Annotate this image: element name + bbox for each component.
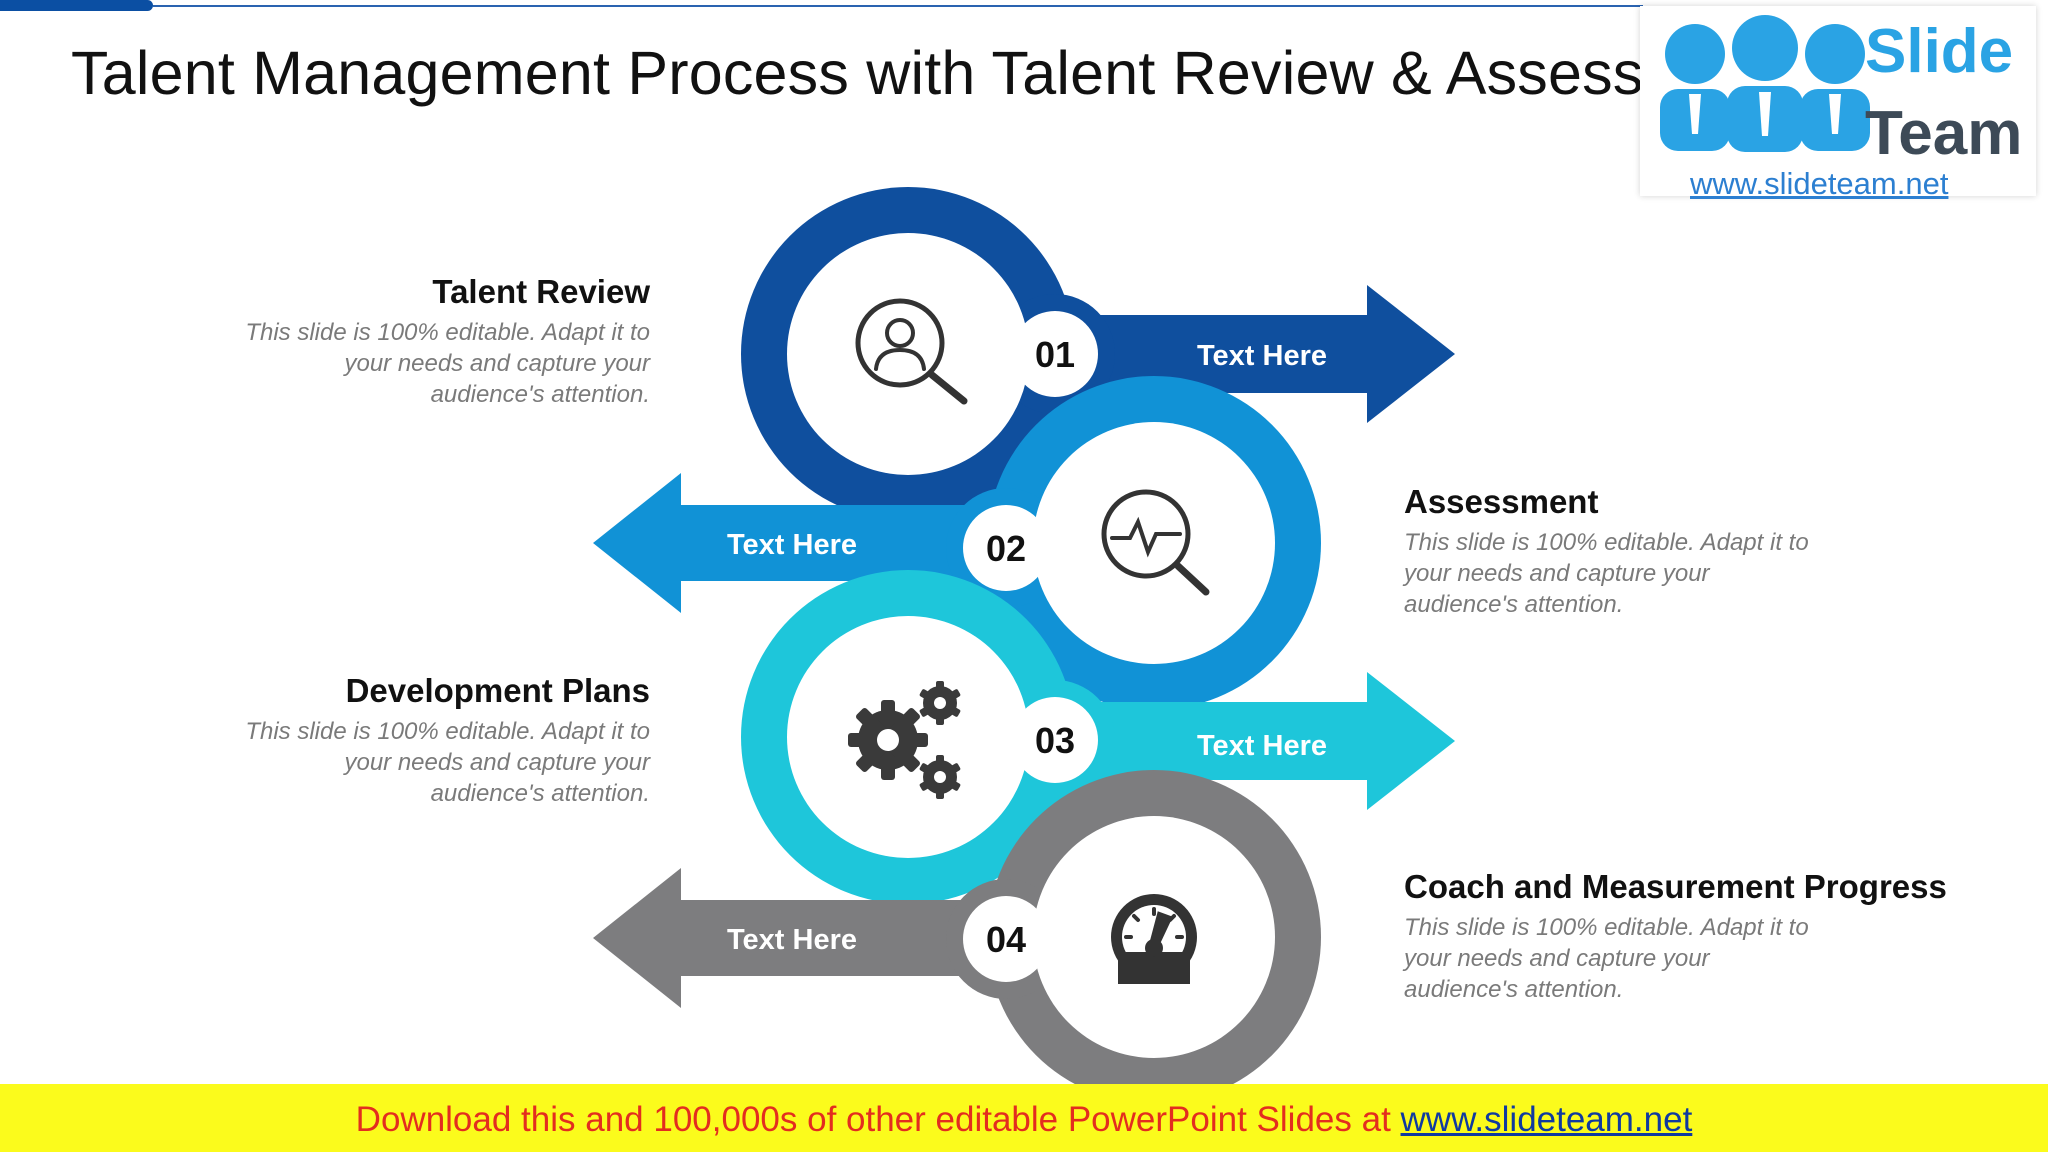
step-01-arrow-label: Text Here: [1197, 340, 1327, 372]
step-02-arrow-label: Text Here: [727, 529, 857, 561]
logo-url-link[interactable]: www.slideteam.net: [1690, 166, 1949, 201]
step-04-arrow-label: Text Here: [727, 924, 857, 956]
footer-link[interactable]: www.slideteam.net: [1400, 1100, 1693, 1139]
step-02-number: 02: [986, 528, 1026, 569]
step-02-badge: [963, 505, 1049, 591]
slideteam-logo[interactable]: Slide Team www.slideteam.net: [1640, 6, 2036, 201]
footer-text: Download this and 100,000s of other edit…: [355, 1100, 1401, 1139]
people-logo-icon: [1660, 15, 1870, 152]
pulse-search-icon: [1101, 489, 1210, 596]
top-divider: [153, 5, 1643, 7]
step-03-badge: [1012, 697, 1098, 783]
step-01-text: Talent Review This slide is 100% editabl…: [230, 273, 650, 410]
step-03-desc: This slide is 100% editable. Adapt it to…: [245, 718, 650, 807]
step-03-number: 03: [1035, 720, 1075, 761]
step-01-desc: This slide is 100% editable. Adapt it to…: [245, 319, 650, 408]
step-04-number: 04: [986, 919, 1026, 960]
footer-banner: Download this and 100,000s of other edit…: [0, 1084, 2048, 1152]
step-01-number: 01: [1035, 334, 1075, 375]
step-04-arrow: [593, 868, 1010, 1008]
step-03-arrow-label: Text Here: [1197, 730, 1327, 762]
logo-word-slide: Slide: [1865, 17, 2014, 86]
step-04-text: Coach and Measurement Progress This slid…: [1404, 868, 1947, 1005]
speedometer-icon: [1111, 894, 1197, 984]
step-03-text: Development Plans This slide is 100% edi…: [230, 672, 650, 809]
step-01-title: Talent Review: [432, 273, 650, 310]
step-04-title: Coach and Measurement Progress: [1404, 868, 1947, 905]
step-01-inner: [787, 233, 1029, 475]
step-02-title: Assessment: [1404, 483, 1599, 520]
step-04-desc: This slide is 100% editable. Adapt it to…: [1404, 914, 1809, 1003]
step-01-badge: [1012, 311, 1098, 397]
step-03-title: Development Plans: [345, 672, 650, 709]
user-search-icon: [855, 298, 968, 405]
step-02-text: Assessment This slide is 100% editable. …: [1404, 483, 1824, 620]
logo-word-team: Team: [1865, 99, 2023, 168]
step-02-desc: This slide is 100% editable. Adapt it to…: [1404, 529, 1809, 618]
gears-icon: [848, 681, 961, 799]
top-accent-bar: [0, 0, 153, 11]
page-title: Talent Management Process with Talent Re…: [71, 39, 1780, 107]
step-04-badge: [963, 896, 1049, 982]
